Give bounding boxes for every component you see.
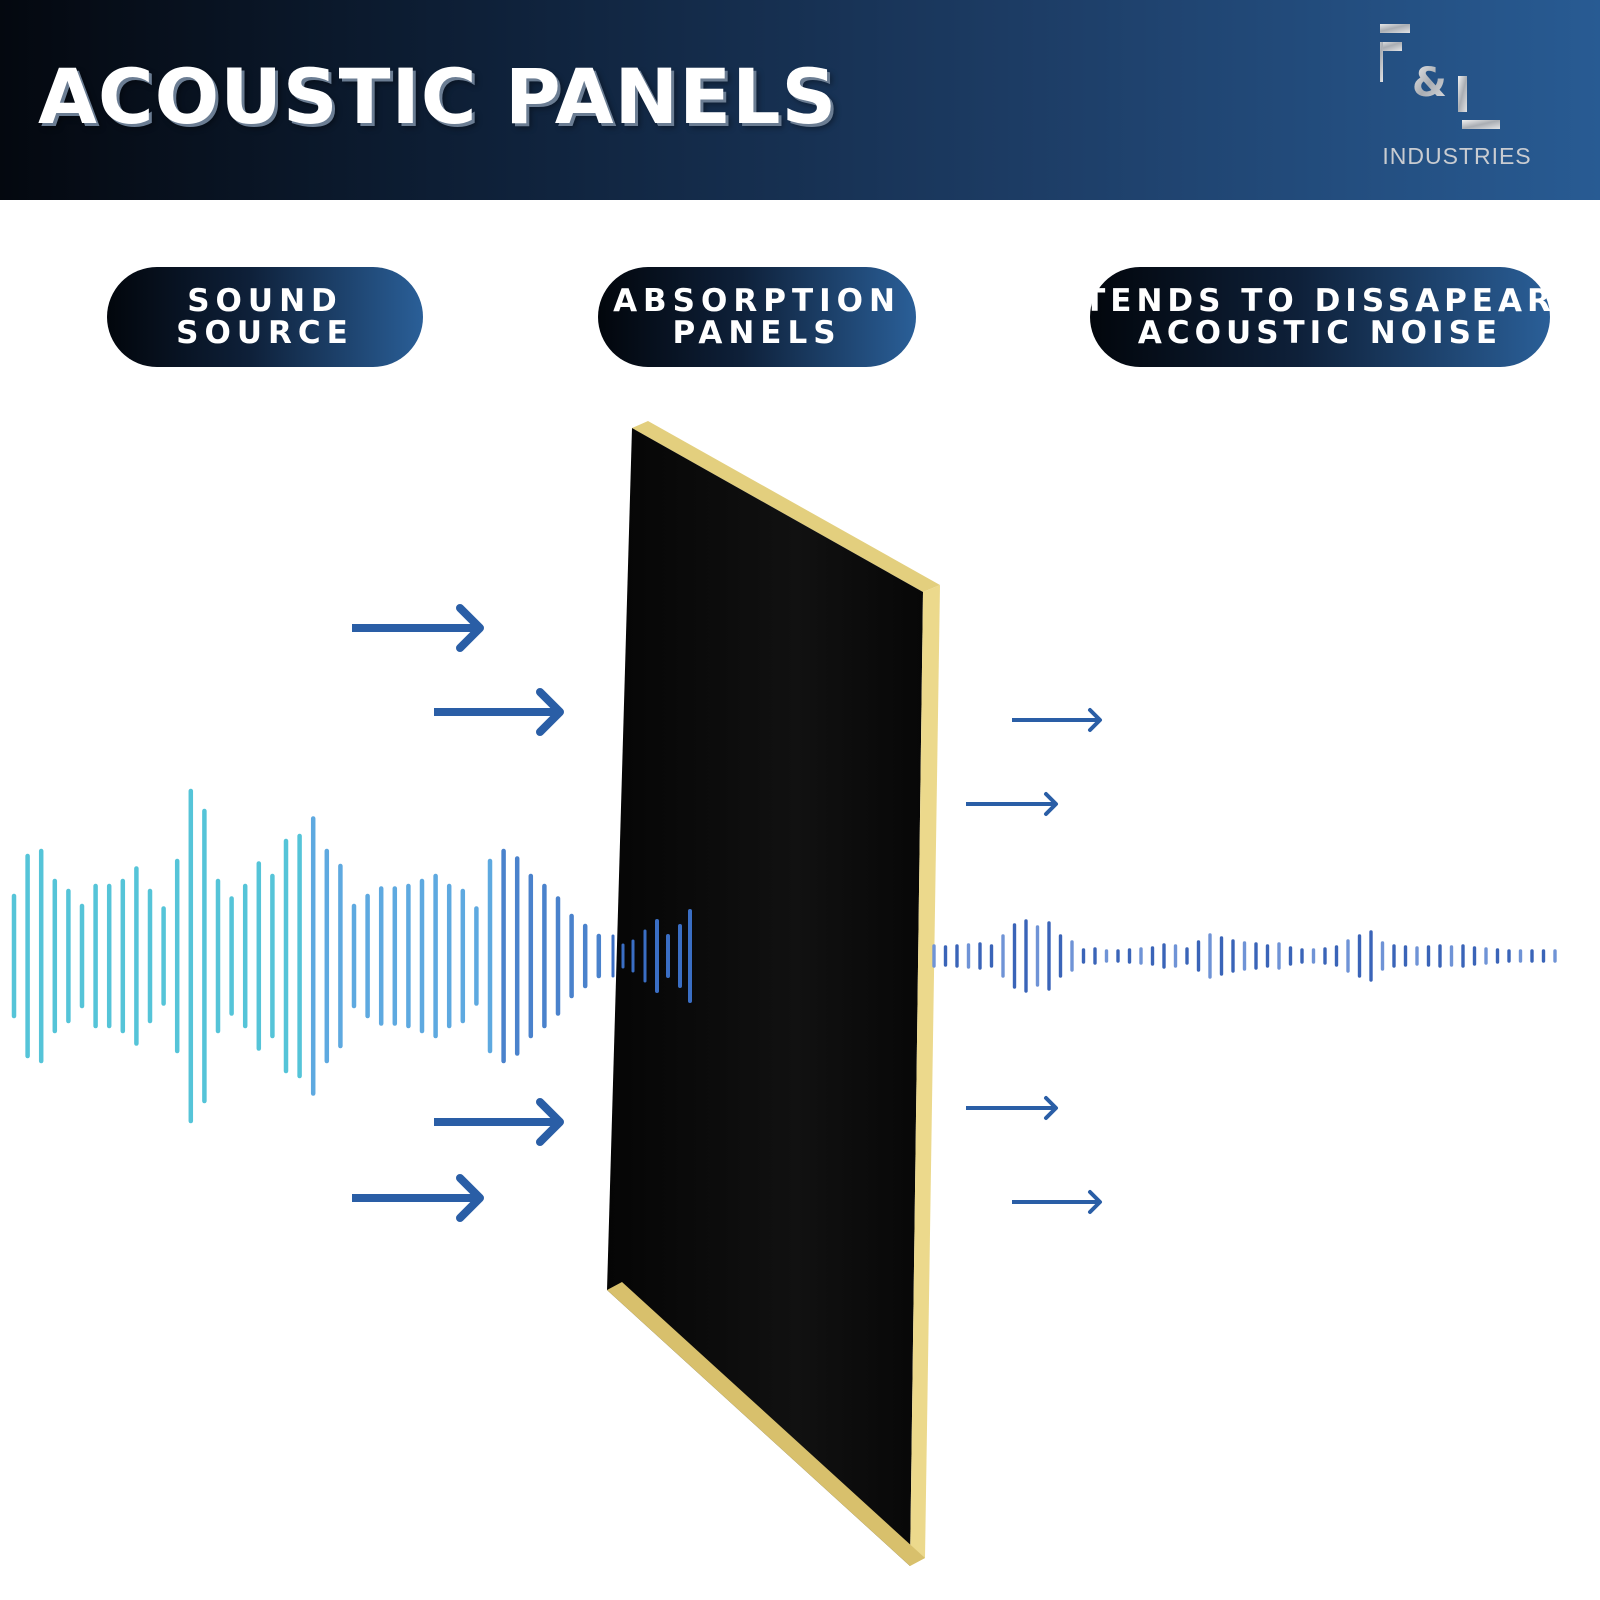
panel-bottom-edge bbox=[607, 1282, 925, 1566]
logo-f-letter bbox=[1380, 24, 1410, 82]
arrow-right-icon bbox=[966, 792, 1058, 816]
label-line: SOUND bbox=[187, 283, 343, 319]
label-sound-source: SOUND SOURCE bbox=[107, 267, 423, 367]
panel-face bbox=[607, 428, 923, 1566]
diagram-stage bbox=[11, 421, 1557, 1566]
label-result: TENDS TO DISSAPEAR ACOUSTIC NOISE bbox=[1084, 267, 1551, 367]
logo-caption: INDUSTRIES bbox=[1382, 143, 1532, 169]
arrow-right-icon bbox=[1012, 1190, 1102, 1214]
arrow-right-icon bbox=[434, 688, 564, 736]
label-line: ACOUSTIC NOISE bbox=[1137, 315, 1503, 351]
label-line: TENDS TO DISSAPEAR bbox=[1084, 283, 1556, 319]
logo-l-letter bbox=[1458, 76, 1500, 129]
arrow-right-icon bbox=[434, 1098, 564, 1146]
arrow-right-icon bbox=[1012, 708, 1102, 732]
wave-over-panel bbox=[611, 909, 692, 1003]
label-line: ABSORPTION bbox=[613, 283, 901, 319]
label-line: PANELS bbox=[672, 315, 842, 351]
page-title: ACOUSTIC PANELS bbox=[38, 52, 838, 141]
outgoing-sound-wave bbox=[932, 919, 1557, 993]
incoming-sound-wave bbox=[11, 788, 602, 1124]
company-logo: & bbox=[1380, 24, 1500, 129]
logo-ampersand: & bbox=[1412, 60, 1447, 106]
arrow-right-icon bbox=[966, 1096, 1058, 1120]
direction-arrows bbox=[352, 604, 1102, 1222]
acoustic-panel bbox=[607, 421, 940, 1566]
panel-top-edge bbox=[632, 421, 940, 592]
label-line: SOURCE bbox=[176, 315, 354, 351]
arrow-right-icon bbox=[352, 1174, 484, 1222]
label-absorption-panels: ABSORPTION PANELS bbox=[598, 267, 916, 367]
arrow-right-icon bbox=[352, 604, 484, 652]
panel-side-edge bbox=[910, 585, 940, 1566]
header-banner: ACOUSTIC PANELS & INDUSTRIES bbox=[0, 0, 1600, 200]
